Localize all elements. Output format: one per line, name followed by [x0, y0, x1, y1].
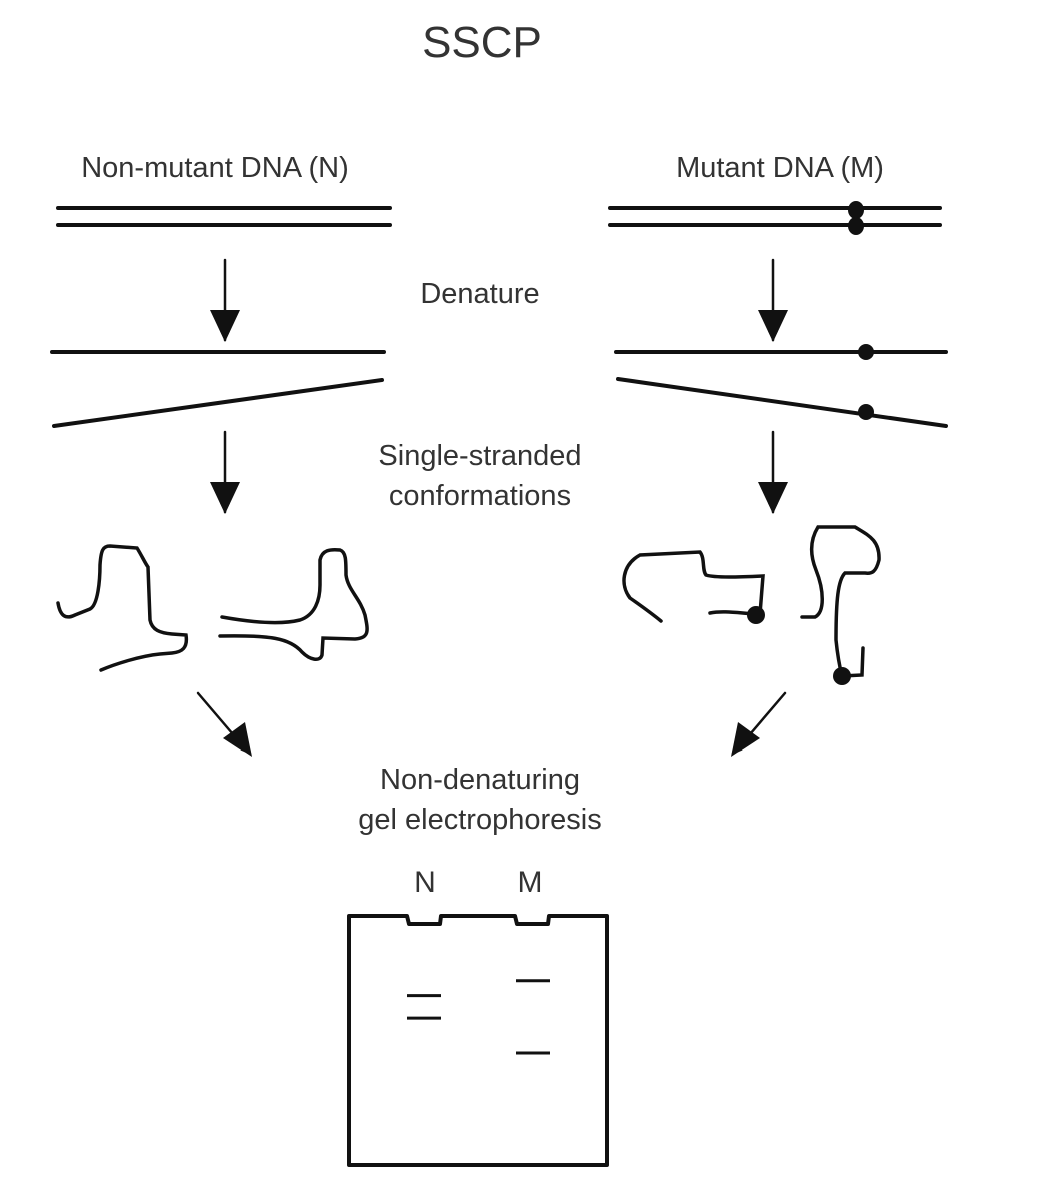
non-mutant-double-strand	[56, 206, 392, 227]
mutant-conformation-1	[622, 550, 765, 623]
arrowhead-icon	[210, 482, 240, 514]
single-stranded-step-label-line1: Single-stranded	[378, 440, 582, 472]
arrowhead-icon	[758, 482, 788, 514]
single-stranded-step-label-line2: conformations	[388, 480, 572, 512]
mutation-dot	[848, 217, 864, 235]
gel-step-label-line2: gel electrophoresis	[358, 804, 602, 836]
gel-outline	[347, 914, 609, 1167]
mutation-dot	[858, 344, 874, 360]
non-mutant-conformation-2	[218, 547, 369, 661]
arrowhead-icon	[731, 722, 760, 757]
mutation-dot	[833, 667, 851, 685]
mutant-conformation-2	[800, 525, 881, 678]
gel-step-label-line1: Non-denaturing	[380, 764, 580, 796]
arrowheads	[210, 310, 788, 757]
arrowhead-icon	[223, 722, 252, 757]
gel-lane-label-m: M	[517, 866, 543, 899]
diagram-title: SSCP	[422, 18, 542, 67]
mutant-dna-header: Mutant DNA (M)	[676, 152, 884, 184]
mutant-denatured-strands	[614, 350, 948, 428]
non-mutant-denatured-strands	[50, 350, 386, 428]
mutation-dot	[858, 404, 874, 420]
mutant-double-strand	[608, 206, 942, 227]
gel-lane-label-n: N	[414, 866, 436, 899]
non-mutant-conformation-1	[56, 544, 189, 672]
arrowhead-icon	[210, 310, 240, 342]
denature-step-label: Denature	[420, 278, 540, 310]
non-mutant-dna-header: Non-mutant DNA (N)	[81, 152, 349, 184]
mutation-dot	[747, 606, 765, 624]
mutation-dot	[848, 201, 864, 219]
arrowhead-icon	[758, 310, 788, 342]
